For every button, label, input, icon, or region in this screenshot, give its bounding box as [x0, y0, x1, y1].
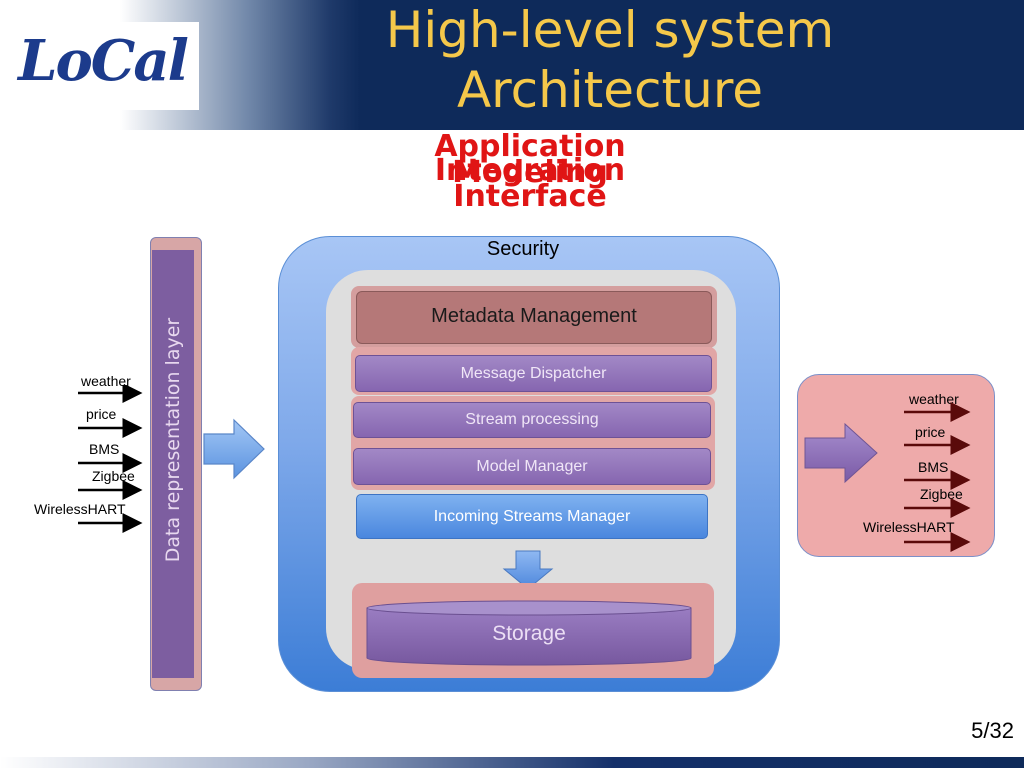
input-arrows [78, 385, 143, 533]
label-application: Application [434, 129, 626, 164]
output-arrows [904, 402, 971, 552]
footer-bar [0, 757, 1024, 768]
blue-block-arrow [203, 418, 265, 480]
storage-cylinder [366, 600, 692, 666]
data-representation-layer-label: Data representation layer [162, 317, 184, 563]
storage-label: Storage [492, 622, 566, 645]
data-representation-layer-inner [152, 250, 194, 678]
output-label-wirelesshart: WirelessHART [863, 519, 955, 535]
label-modeling: Modeling [452, 155, 608, 190]
page-number: 5/32 [971, 718, 1014, 743]
stream-processing-box: Stream processing [353, 402, 711, 438]
input-label-price: price [86, 406, 117, 422]
output-label-weather: weather [909, 391, 959, 407]
security-label: Security [486, 238, 560, 260]
output-label-bms: BMS [918, 459, 949, 475]
metadata-management-box: Metadata Management [356, 291, 712, 344]
input-label-wirelesshart: WirelessHART [34, 501, 126, 517]
input-label-bms: BMS [89, 441, 120, 457]
input-label-weather: weather [81, 373, 131, 389]
output-label-price: price [915, 424, 946, 440]
logo: LoCal [6, 22, 199, 110]
model-manager-box: Model Manager [353, 448, 711, 485]
title-line-2: Architecture [456, 61, 764, 119]
message-dispatcher-box: Message Dispatcher [355, 355, 712, 392]
label-integration: Integration [434, 153, 626, 188]
slide-title: High-level system Architecture [330, 0, 890, 120]
title-line-1: High-level system [385, 1, 835, 59]
label-interface: Interface [453, 179, 607, 214]
down-arrow [502, 550, 554, 590]
purple-block-arrow [804, 422, 878, 484]
incoming-streams-manager-box: Incoming Streams Manager [356, 494, 708, 539]
overlapping-labels: Application Integration Modeling Interfa… [380, 132, 680, 212]
logo-text: LoCal [18, 28, 189, 94]
